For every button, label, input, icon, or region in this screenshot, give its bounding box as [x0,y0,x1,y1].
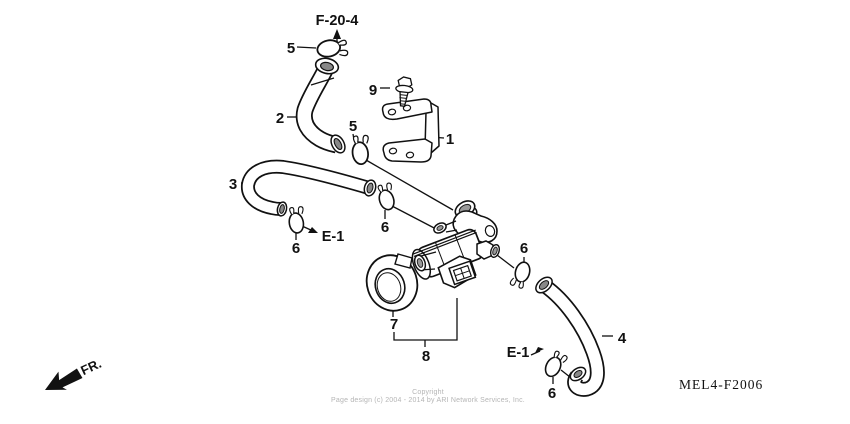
callout-5-top[interactable]: 5 [287,40,295,57]
hose-4 [535,276,605,397]
ref-e-1-right[interactable]: E-1 [507,345,530,361]
clamp-6-hose4 [541,348,569,381]
clamp-6-valve [508,259,533,291]
rubber-mount-ring [365,253,419,312]
e1-right-arrow-icon [535,347,544,353]
bracket-stay [381,98,440,163]
callout-7[interactable]: 7 [390,316,398,333]
clamp-5-mid [349,133,373,167]
callout-4[interactable]: 4 [618,330,627,347]
callout-6-bracket[interactable]: 6 [381,219,389,236]
leader-lines [241,29,613,384]
callout-6-hose4[interactable]: 6 [548,385,556,402]
flange-bolt [395,76,414,107]
callout-5-mid[interactable]: 5 [349,118,357,135]
air-injection-control-valve [411,200,501,289]
fr-direction-arrow: FR. [45,356,104,390]
copyright-line1: Copyright [412,389,444,396]
hose-2 [295,57,346,154]
callout-3[interactable]: 3 [229,176,237,193]
ref-e-1-left[interactable]: E-1 [322,229,345,245]
reference-arrow-icon [333,29,341,39]
callout-9[interactable]: 9 [369,82,377,99]
callout-1[interactable]: 1 [446,131,454,148]
callout-6-hose3[interactable]: 6 [292,240,300,257]
ref-f-20-4[interactable]: F-20-4 [316,13,359,29]
callout-6-valve[interactable]: 6 [520,240,528,257]
figure-code: MEL4-F2006 [679,377,763,392]
clamp-5-top [314,35,350,62]
hose-3 [240,159,377,217]
fr-label: FR. [78,356,103,378]
clamp-6-hose3 [285,204,308,235]
e1-left-arrow-icon [308,227,318,233]
copyright-line2: Page design (c) 2004 - 2014 by ARI Netwo… [331,397,525,404]
fr-arrow-icon [45,368,83,390]
callout-8[interactable]: 8 [422,348,430,365]
callout-2[interactable]: 2 [276,110,284,127]
